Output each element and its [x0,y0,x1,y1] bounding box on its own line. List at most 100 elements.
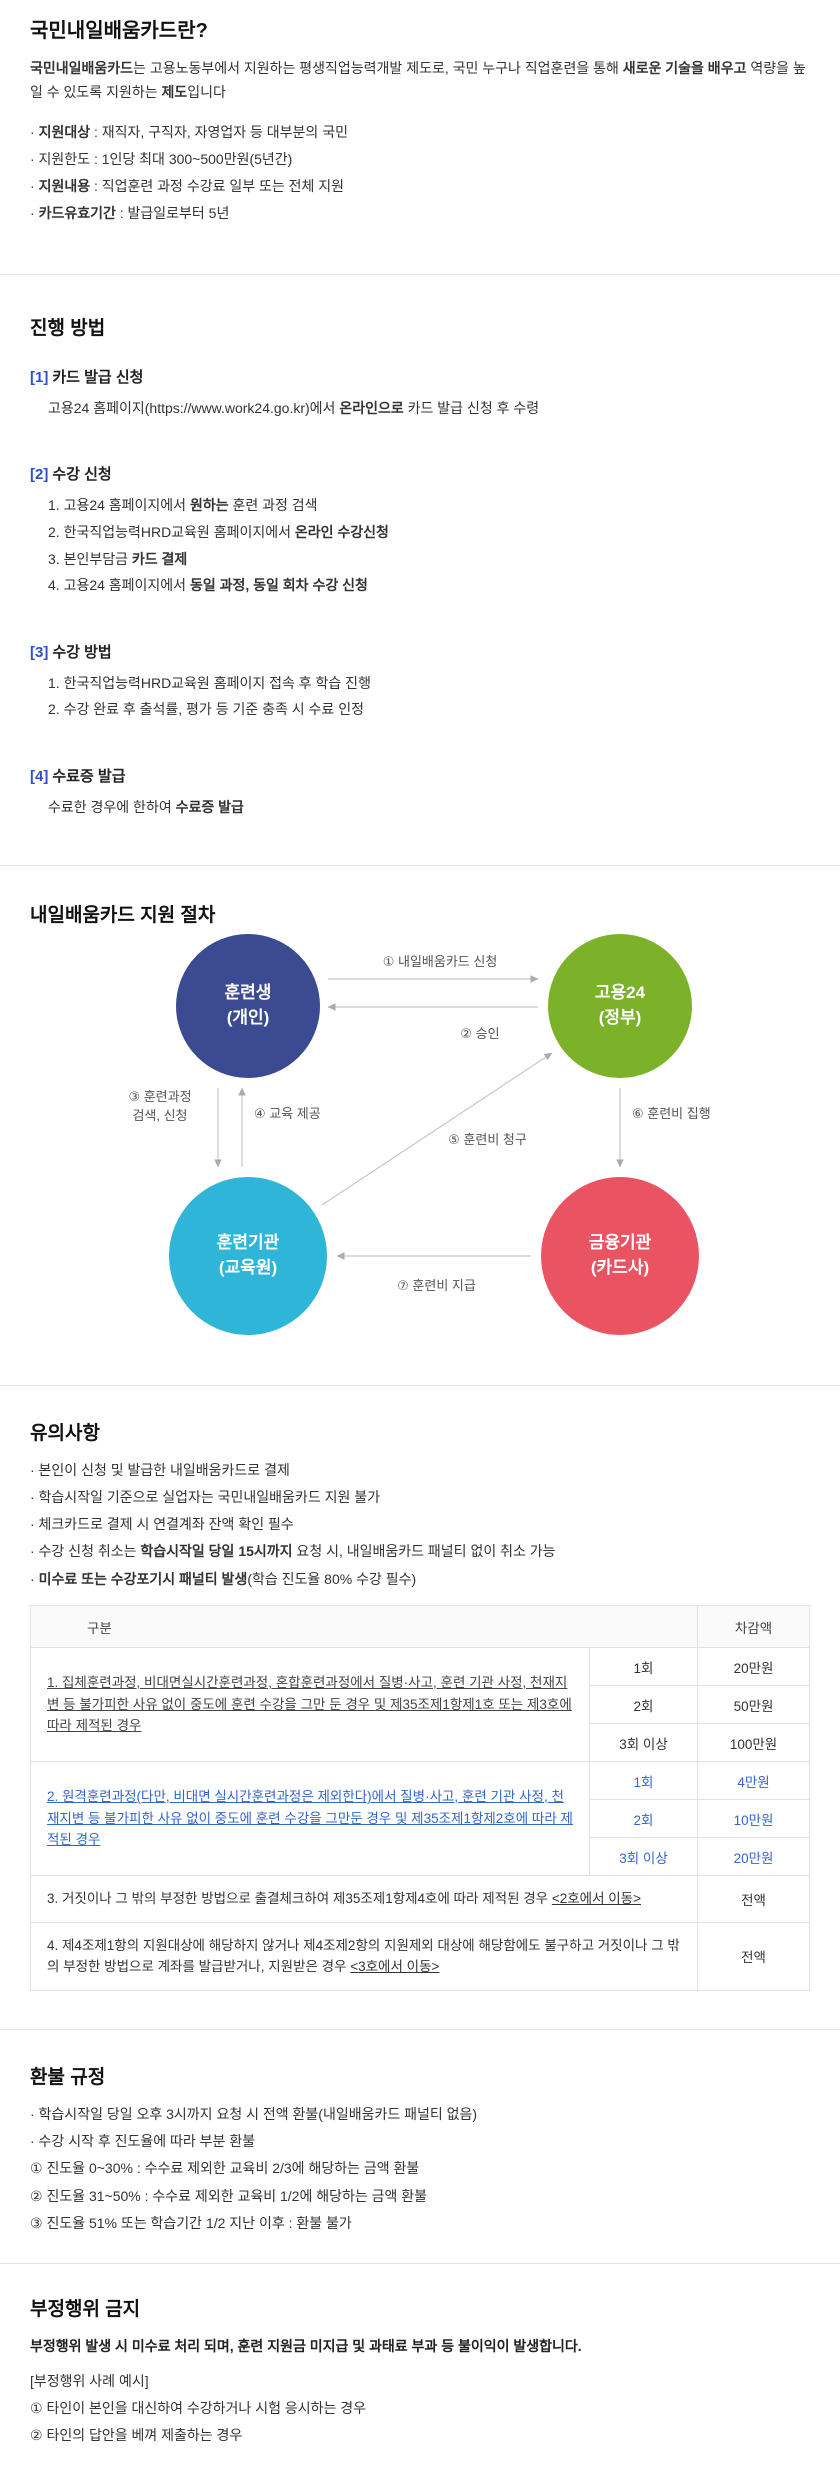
deduction-amount: 100만원 [697,1723,810,1763]
fraud-example-item: ① 타인이 본인을 대신하여 수강하거나 시험 응시하는 경우 [30,2400,367,2417]
step-marker: [3] [30,643,49,661]
refund-rule: ② 진도율 31~50% : 수수료 제외한 교육비 1/2에 해당하는 금액 … [30,2187,428,2204]
notes-bullet: · 본인이 신청 및 발급한 내일배움카드로 결제 [30,1461,290,1478]
section-divider [0,2028,840,2030]
process-step-certificate: [4]수료증 발급 수료한 경우에 한하여 수료증 발급 [30,765,810,821]
step-title-text: 카드 발급 신청 [52,368,144,386]
notes-bullet: · 학습시작일 기준으로 실업자는 국민내일배움카드 지원 불가 [30,1488,380,1505]
node-label: 훈련기관 [216,1232,280,1252]
intro-bullet-content: · 지원내용 : 직업훈련 과정 수강료 일부 또는 전체 지원 [30,178,345,195]
section-notes: 유의사항 · 본인이 신청 및 발급한 내일배움카드로 결제 · 학습시작일 기… [0,1386,840,1991]
section-intro: 국민내일배움카드란? 국민내일배움카드는 고용노동부에서 지원하는 평생직업능력… [0,0,840,228]
node-sublabel: (개인) [226,1007,270,1027]
occurrence-count: 2회 [589,1685,698,1725]
step-title: [3]수강 방법 [30,641,810,662]
section-fraud: 부정행위 금지 부정행위 발생 시 미수료 처리 되며, 훈련 지원금 미지급 … [0,2264,840,2469]
section-divider [0,2263,840,2265]
table-row-case4: 4. 제4조제1항의 지원대상에 해당하지 않거나 제4조제2항의 지원제외 대… [30,1921,810,1991]
step-line: 1. 한국직업능력HRD교육원 홈페이지 접속 후 학습 진행 [48,674,371,691]
step-line: 2. 수강 완료 후 출석률, 평가 등 기준 충족 시 수료 인정 [48,701,364,718]
node-sublabel: (교육원) [218,1257,278,1277]
deduction-amount: 전액 [697,1875,810,1923]
col-header-deduction: 차감액 [697,1605,810,1649]
fraud-example-title: [부정행위 사례 예시] [30,2372,149,2389]
section-divider [0,273,840,275]
step-lines: 수료한 경우에 한하여 수료증 발급 [30,794,810,821]
intro-bullet-limit: · 지원한도 : 1인당 최대 300~500만원(5년간) [30,150,293,167]
fraud-example-list: ① 타인이 본인을 대신하여 수강하거나 시험 응시하는 경우 ② 타인의 답안… [30,2395,810,2450]
occurrence-count: 2회 [589,1799,698,1839]
table-row-case2: 2회 10만원 [31,1799,810,1839]
refund-bullet: · 학습시작일 당일 오후 3시까지 요청 시 전액 환불(내일배움카드 패널티… [30,2105,478,2122]
refund-bullet: · 수강 시작 후 진도율에 따라 부분 환불 [30,2133,256,2150]
table-row-case2: 3회 이상 20만원 [31,1837,810,1877]
page-title: 국민내일배움카드란? [30,20,208,42]
intro-description: 국민내일배움카드는 고용노동부에서 지원하는 평생직업능력개발 제도로, 국민 … [30,60,806,100]
occurrence-count: 1회 [589,1761,698,1801]
arrow-label-fee-execution: ⑥ 훈련비 집행 [632,1105,711,1121]
process-step-learning: [3]수강 방법 1. 한국직업능력HRD교육원 홈페이지 접속 후 학습 진행… [30,641,810,723]
intro-bullet-target: · 지원대상 : 재직자, 구직자, 자영업자 등 대부분의 국민 [30,123,348,140]
penalty-case-2-link[interactable]: 2. 원격훈련과정(다만, 비대면 실시간훈련과정은 제외한다)에서 질병·사고… [30,1761,590,1877]
node-trainee: 훈련생 (개인) [176,933,320,1078]
fraud-description: 부정행위 발생 시 미수료 처리 되며, 훈련 지원금 미지급 및 과태료 부과… [30,2338,582,2355]
node-label: 훈련생 [224,982,272,1002]
step-title-text: 수강 신청 [52,466,112,484]
table-row-case1: 3회 이상 100만원 [31,1723,810,1763]
step-line: 3. 본인부담금 카드 결제 [48,550,188,567]
table-header-row: 구분 차감액 [30,1605,810,1649]
refund-bullet-list: · 학습시작일 당일 오후 3시까지 요청 시 전액 환불(내일배움카드 패널티… [30,2101,810,2237]
intro-bullet-validity: · 카드유효기간 : 발급일로부터 5년 [30,205,230,222]
penalty-case-4: 4. 제4조제1항의 지원대상에 해당하지 않거나 제4조제2항의 지원제외 대… [30,1921,698,1991]
penalty-table: 구분 차감액 1. 집체훈련과정, 비대면실시간훈련과정, 혼합훈련과정에서 질… [30,1605,810,1991]
occurrence-count: 1회 [589,1647,698,1687]
node-training-institute: 훈련기관 (교육원) [169,1176,327,1335]
arrow-label-fee-claim: ⑤ 훈련비 청구 [448,1131,527,1147]
step-lines: 1. 한국직업능력HRD교육원 홈페이지 접속 후 학습 진행 2. 수강 완료… [30,670,810,723]
deduction-amount: 50만원 [697,1685,810,1725]
arrow-label-education-provide: ④ 교육 제공 [254,1105,321,1121]
support-process-diagram: 훈련생 (개인) 고용24 (정부) 훈련기관 (교육원) 금융기관 (카드사)… [30,931,810,1359]
penalty-case-1-link[interactable]: 1. 집체훈련과정, 비대면실시간훈련과정, 혼합훈련과정에서 질병·사고, 훈… [30,1647,590,1763]
step-title: [2]수강 신청 [30,463,810,484]
deduction-amount: 10만원 [697,1799,810,1839]
step-marker: [4] [30,767,49,785]
diagram-heading: 내일배움카드 지원 절차 [30,904,216,926]
notes-bullet: · 체크카드로 결제 시 연결계좌 잔액 확인 필수 [30,1516,294,1533]
step-lines: 고용24 홈페이지(https://www.work24.go.kr)에서 온라… [30,395,810,422]
intro-bullet-list: · 지원대상 : 재직자, 구직자, 자영업자 등 대부분의 국민 · 지원한도… [30,119,810,228]
deduction-amount: 20만원 [697,1837,810,1877]
section-support-process: 내일배움카드 지원 절차 훈련생 (개인) [0,866,840,1359]
deduction-amount: 20만원 [697,1647,810,1687]
node-finance-card: 금융기관 (카드사) [541,1176,699,1335]
notes-bullet: · 미수료 또는 수강포기시 패널티 발생(학습 진도율 80% 수강 필수) [30,1570,417,1587]
step-line: 4. 고용24 홈페이지에서 동일 과정, 동일 회차 수강 신청 [48,577,368,594]
notes-bullet-list: · 본인이 신청 및 발급한 내일배움카드로 결제 · 학습시작일 기준으로 실… [30,1457,810,1593]
occurrence-count: 3회 이상 [589,1723,698,1763]
arrow-fee-claim [321,1052,553,1206]
section-divider [0,1384,840,1386]
step-title: [1]카드 발급 신청 [30,366,810,387]
table-row-case2: 2. 원격훈련과정(다만, 비대면 실시간훈련과정은 제외한다)에서 질병·사고… [30,1761,810,1877]
deduction-amount: 4만원 [697,1761,810,1801]
node-label: 고용24 [594,982,646,1002]
notes-bullet: · 수강 신청 취소는 학습시작일 당일 15시까지 요청 시, 내일배움카드 … [30,1543,556,1560]
step-title-text: 수강 방법 [52,643,112,661]
process-heading: 진행 방법 [30,317,106,339]
node-label: 금융기관 [588,1232,652,1252]
section-refund: 환불 규정 · 학습시작일 당일 오후 3시까지 요청 시 전액 환불(내일배움… [0,2030,840,2237]
notes-heading: 유의사항 [30,1422,100,1444]
step-title-text: 수료증 발급 [52,767,126,785]
refund-heading: 환불 규정 [30,2066,106,2088]
step-line: 고용24 홈페이지(https://www.work24.go.kr)에서 온라… [48,399,540,416]
arrow-label-course-search: ③ 훈련과정 검색, 신청 [128,1088,192,1124]
arrow-label-card-apply: ① 내일배움카드 신청 [382,953,498,969]
penalty-case-3: 3. 거짓이나 그 밖의 부정한 방법으로 출결체크하여 제35조제1항제4호에… [30,1875,698,1923]
arrow-label-fee-payment: ⑦ 훈련비 지급 [397,1277,476,1293]
deduction-amount: 전액 [697,1921,810,1991]
step-lines: 1. 고용24 홈페이지에서 원하는 훈련 과정 검색 2. 한국직업능력HRD… [30,492,810,598]
step-line: 수료한 경우에 한하여 수료증 발급 [48,798,244,815]
section-process: 진행 방법 [1]카드 발급 신청 고용24 홈페이지(https://www.… [0,275,840,823]
step-line: 1. 고용24 홈페이지에서 원하는 훈련 과정 검색 [48,497,318,514]
